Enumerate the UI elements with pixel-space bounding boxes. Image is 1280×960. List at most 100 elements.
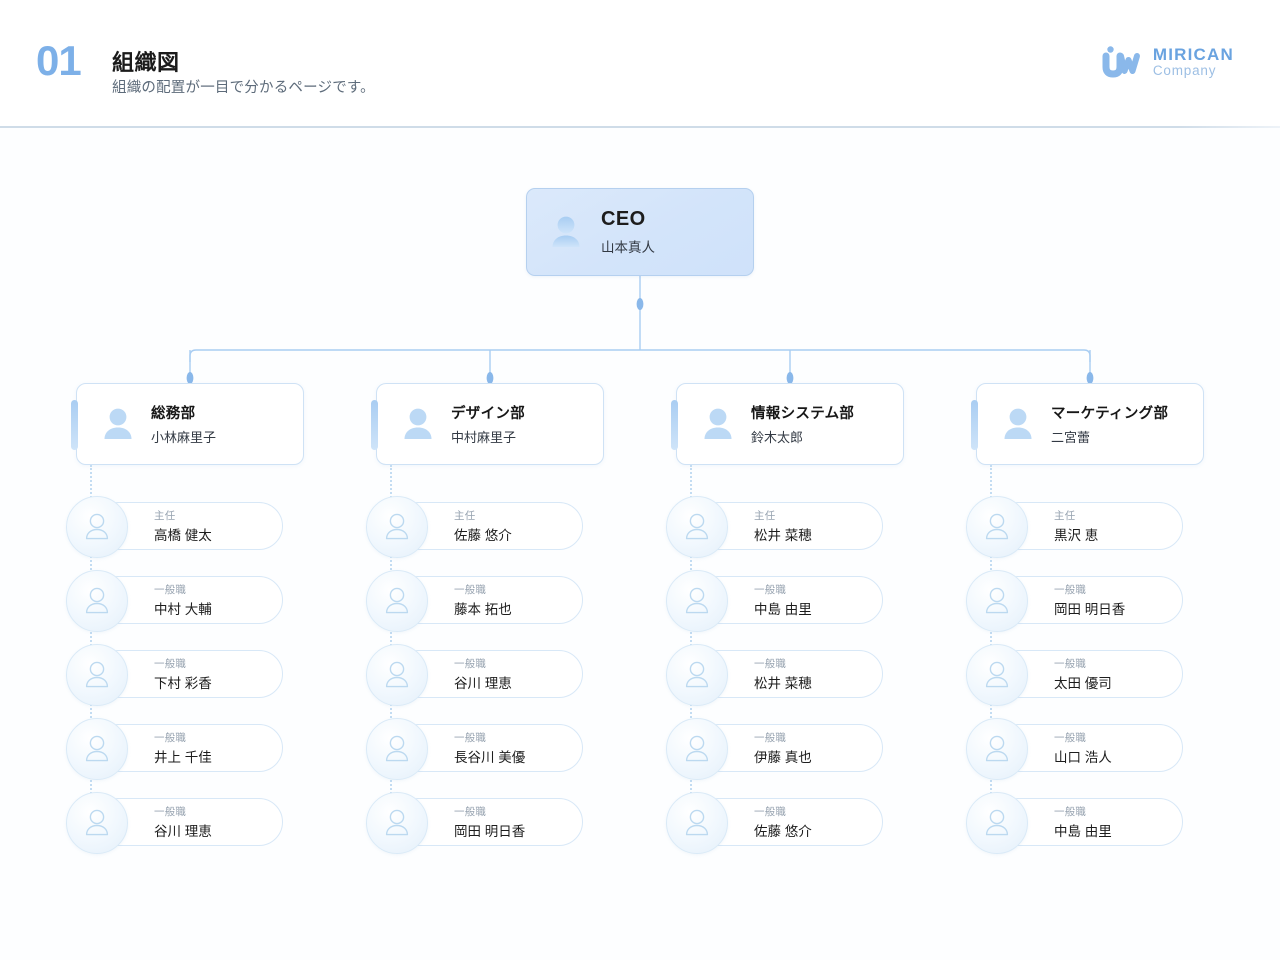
person-outline-icon: [85, 587, 109, 614]
node-member-4-1[interactable]: 主任 黒沢 恵: [966, 496, 1183, 558]
member-role: 主任: [1054, 510, 1076, 522]
member-role: 一般職: [454, 732, 487, 744]
department-name: 中村麻里子: [451, 430, 517, 445]
member-name: 谷川 理恵: [454, 676, 512, 691]
connector-dotted-3: [690, 465, 692, 822]
person-icon: [704, 408, 732, 439]
person-outline-icon: [85, 513, 109, 540]
node-member-2-2[interactable]: 一般職 藤本 拓也: [366, 570, 583, 632]
avatar: [366, 496, 428, 558]
node-member-3-4[interactable]: 一般職 伊藤 真也: [666, 718, 883, 780]
node-member-2-5[interactable]: 一般職 岡田 明日香: [366, 792, 583, 854]
department-role: 総務部: [151, 406, 196, 422]
avatar: [666, 570, 728, 632]
avatar: [66, 570, 128, 632]
node-member-2-1[interactable]: 主任 佐藤 悠介: [366, 496, 583, 558]
node-member-1-2[interactable]: 一般職 中村 大輔: [66, 570, 283, 632]
node-member-4-5[interactable]: 一般職 中島 由里: [966, 792, 1183, 854]
person-outline-icon: [685, 809, 709, 836]
person-outline-icon: [985, 809, 1009, 836]
member-name: 長谷川 美優: [454, 750, 526, 765]
avatar: [666, 496, 728, 558]
person-outline-icon: [985, 587, 1009, 614]
member-role: 主任: [154, 510, 176, 522]
avatar: [66, 644, 128, 706]
node-member-4-2[interactable]: 一般職 岡田 明日香: [966, 570, 1183, 632]
avatar: [366, 644, 428, 706]
node-member-2-3[interactable]: 一般職 谷川 理恵: [366, 644, 583, 706]
header-divider: [0, 126, 1280, 128]
member-name: 伊藤 真也: [754, 750, 812, 765]
member-role: 主任: [454, 510, 476, 522]
node-member-1-1[interactable]: 主任 高橋 健太: [66, 496, 283, 558]
person-outline-icon: [85, 809, 109, 836]
member-name: 佐藤 悠介: [454, 528, 512, 543]
node-member-2-4[interactable]: 一般職 長谷川 美優: [366, 718, 583, 780]
person-icon: [104, 408, 132, 439]
member-role: 一般職: [754, 584, 787, 596]
person-outline-icon: [385, 587, 409, 614]
member-role: 主任: [754, 510, 776, 522]
avatar: [966, 570, 1028, 632]
department-role: 情報システム部: [751, 406, 855, 422]
person-outline-icon: [985, 735, 1009, 762]
logo-company: Company: [1152, 62, 1217, 78]
node-department-3[interactable]: 情報システム部 鈴木太郎: [671, 383, 904, 465]
member-name: 松井 菜穂: [754, 676, 812, 691]
node-ceo[interactable]: CEO 山本真人: [526, 188, 754, 276]
member-role: 一般職: [754, 806, 787, 818]
member-name: 岡田 明日香: [1054, 602, 1126, 617]
member-role: 一般職: [154, 732, 187, 744]
node-department-2[interactable]: デザイン部 中村麻里子: [371, 383, 604, 465]
member-role: 一般職: [154, 658, 187, 670]
brand-logo: MIRICAN Company: [1101, 44, 1234, 80]
node-member-1-5[interactable]: 一般職 谷川 理恵: [66, 792, 283, 854]
avatar: [966, 792, 1028, 854]
connector-dotted-1: [90, 465, 92, 822]
person-outline-icon: [385, 661, 409, 688]
member-name: 高橋 健太: [154, 528, 212, 543]
member-role: 一般職: [454, 584, 487, 596]
avatar: [66, 496, 128, 558]
member-name: 中島 由里: [1054, 824, 1112, 839]
node-member-4-3[interactable]: 一般職 太田 優司: [966, 644, 1183, 706]
member-name: 松井 菜穂: [754, 528, 812, 543]
member-name: 岡田 明日香: [454, 824, 526, 839]
avatar: [66, 718, 128, 780]
avatar: [666, 718, 728, 780]
person-icon: [552, 216, 580, 247]
iw-logo-icon: [1102, 46, 1140, 78]
node-member-3-2[interactable]: 一般職 中島 由里: [666, 570, 883, 632]
node-member-1-4[interactable]: 一般職 井上 千佳: [66, 718, 283, 780]
node-department-4[interactable]: マーケティング部 二宮蕾: [971, 383, 1204, 465]
person-outline-icon: [385, 735, 409, 762]
node-member-3-3[interactable]: 一般職 松井 菜穂: [666, 644, 883, 706]
node-member-3-5[interactable]: 一般職 佐藤 悠介: [666, 792, 883, 854]
member-name: 井上 千佳: [154, 750, 212, 765]
node-member-4-4[interactable]: 一般職 山口 浩人: [966, 718, 1183, 780]
member-name: 中村 大輔: [154, 602, 212, 617]
avatar: [366, 718, 428, 780]
person-icon: [404, 408, 432, 439]
person-outline-icon: [685, 513, 709, 540]
connector-dotted-4: [990, 465, 992, 822]
member-role: 一般職: [1054, 584, 1087, 596]
person-outline-icon: [985, 513, 1009, 540]
member-name: 佐藤 悠介: [754, 824, 812, 839]
org-chart: CEO 山本真人 総務部 小林麻里子 主任 高橋 健太: [0, 128, 1280, 960]
node-department-1[interactable]: 総務部 小林麻里子: [71, 383, 304, 465]
department-role: マーケティング部: [1051, 406, 1169, 422]
member-name: 谷川 理恵: [154, 824, 212, 839]
member-name: 下村 彩香: [154, 676, 212, 691]
person-outline-icon: [685, 735, 709, 762]
person-icon: [1004, 408, 1032, 439]
member-name: 山口 浩人: [1054, 750, 1112, 765]
member-role: 一般職: [154, 584, 187, 596]
member-role: 一般職: [754, 658, 787, 670]
node-member-1-3[interactable]: 一般職 下村 彩香: [66, 644, 283, 706]
logo-name: MIRICAN: [1152, 44, 1234, 64]
member-name: 藤本 拓也: [454, 602, 512, 617]
department-name: 二宮蕾: [1051, 430, 1091, 445]
node-member-3-1[interactable]: 主任 松井 菜穂: [666, 496, 883, 558]
